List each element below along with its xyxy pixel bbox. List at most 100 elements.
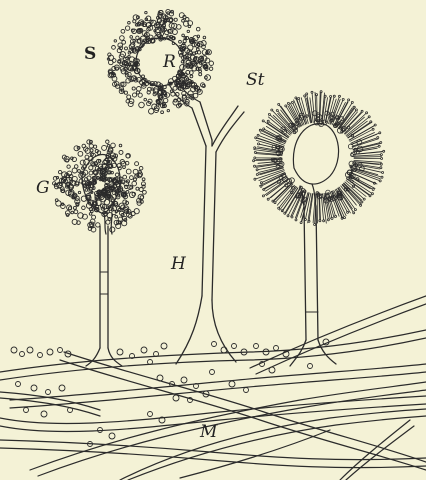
spore bbox=[184, 73, 187, 76]
spore bbox=[342, 98, 344, 100]
left-spore-head bbox=[53, 140, 147, 232]
spore bbox=[134, 178, 137, 181]
spore bbox=[267, 120, 269, 122]
spore bbox=[78, 170, 81, 173]
spore bbox=[380, 142, 382, 144]
spore bbox=[371, 193, 373, 195]
spore bbox=[378, 145, 380, 147]
spore bbox=[58, 170, 61, 173]
spore bbox=[110, 227, 115, 232]
spore bbox=[287, 215, 289, 217]
spore bbox=[284, 212, 286, 214]
spore bbox=[114, 40, 116, 42]
top-spore-head bbox=[107, 9, 213, 114]
label-St: St bbox=[246, 72, 264, 89]
spore bbox=[187, 30, 189, 32]
spore bbox=[257, 134, 259, 136]
spore bbox=[124, 91, 127, 94]
spore bbox=[127, 95, 131, 99]
spore bbox=[190, 75, 193, 78]
left-conidiophore bbox=[53, 140, 147, 366]
spore bbox=[260, 182, 262, 184]
spore bbox=[199, 70, 202, 73]
spore bbox=[379, 132, 381, 134]
label-M: M bbox=[200, 424, 217, 441]
spore bbox=[65, 211, 70, 216]
spore bbox=[381, 176, 383, 178]
spore bbox=[96, 197, 98, 199]
spore bbox=[197, 35, 200, 38]
spore bbox=[330, 96, 332, 98]
spore bbox=[130, 176, 134, 180]
spore bbox=[278, 207, 280, 209]
spore bbox=[196, 27, 200, 31]
spore bbox=[183, 40, 186, 43]
spore bbox=[380, 154, 382, 156]
spore bbox=[361, 201, 363, 203]
spore bbox=[372, 128, 374, 130]
spore bbox=[133, 39, 136, 42]
spore bbox=[174, 18, 177, 21]
spore bbox=[123, 166, 126, 169]
spore bbox=[94, 145, 97, 148]
spore bbox=[145, 11, 147, 13]
spore bbox=[353, 212, 355, 214]
mycelium-hyphae bbox=[0, 296, 426, 480]
spore bbox=[351, 180, 354, 183]
spore bbox=[123, 175, 127, 179]
spore bbox=[291, 191, 294, 194]
spore bbox=[71, 211, 74, 214]
spore bbox=[319, 220, 321, 222]
spore bbox=[316, 94, 318, 96]
spore bbox=[300, 222, 302, 224]
spore bbox=[255, 137, 257, 139]
spore bbox=[85, 189, 88, 192]
spore bbox=[287, 102, 289, 104]
spore bbox=[80, 160, 85, 165]
spore bbox=[298, 98, 300, 100]
spore bbox=[351, 134, 354, 137]
spore bbox=[115, 215, 118, 218]
spore bbox=[335, 215, 337, 217]
spore bbox=[78, 191, 80, 193]
spore bbox=[92, 215, 96, 219]
spore bbox=[165, 16, 168, 19]
spore bbox=[363, 198, 365, 200]
spore bbox=[112, 46, 116, 50]
spore bbox=[111, 171, 114, 174]
spore bbox=[137, 87, 142, 92]
spore bbox=[203, 36, 206, 39]
spore bbox=[115, 173, 119, 177]
spore bbox=[314, 224, 316, 226]
spore bbox=[96, 223, 100, 227]
spore bbox=[78, 151, 83, 156]
spore bbox=[89, 213, 92, 216]
spore bbox=[263, 128, 265, 130]
spore bbox=[82, 144, 86, 148]
label-S: S bbox=[84, 46, 96, 63]
spore bbox=[196, 48, 199, 51]
spore bbox=[256, 169, 258, 171]
spore bbox=[276, 110, 278, 112]
spore bbox=[126, 191, 129, 194]
spore bbox=[355, 109, 357, 111]
spore bbox=[72, 168, 77, 173]
sterigma-ray bbox=[354, 155, 381, 156]
spore bbox=[102, 145, 107, 150]
spore bbox=[327, 219, 329, 221]
spore bbox=[258, 143, 260, 145]
spore bbox=[291, 101, 293, 103]
spore bbox=[380, 163, 382, 165]
spore bbox=[209, 61, 213, 65]
spore bbox=[161, 111, 164, 114]
spore bbox=[74, 210, 78, 214]
spore bbox=[164, 19, 167, 22]
spore bbox=[205, 76, 208, 79]
spore bbox=[254, 165, 256, 167]
spore bbox=[369, 195, 371, 197]
spore bbox=[179, 13, 184, 18]
spore bbox=[361, 110, 363, 112]
spore bbox=[323, 220, 325, 222]
